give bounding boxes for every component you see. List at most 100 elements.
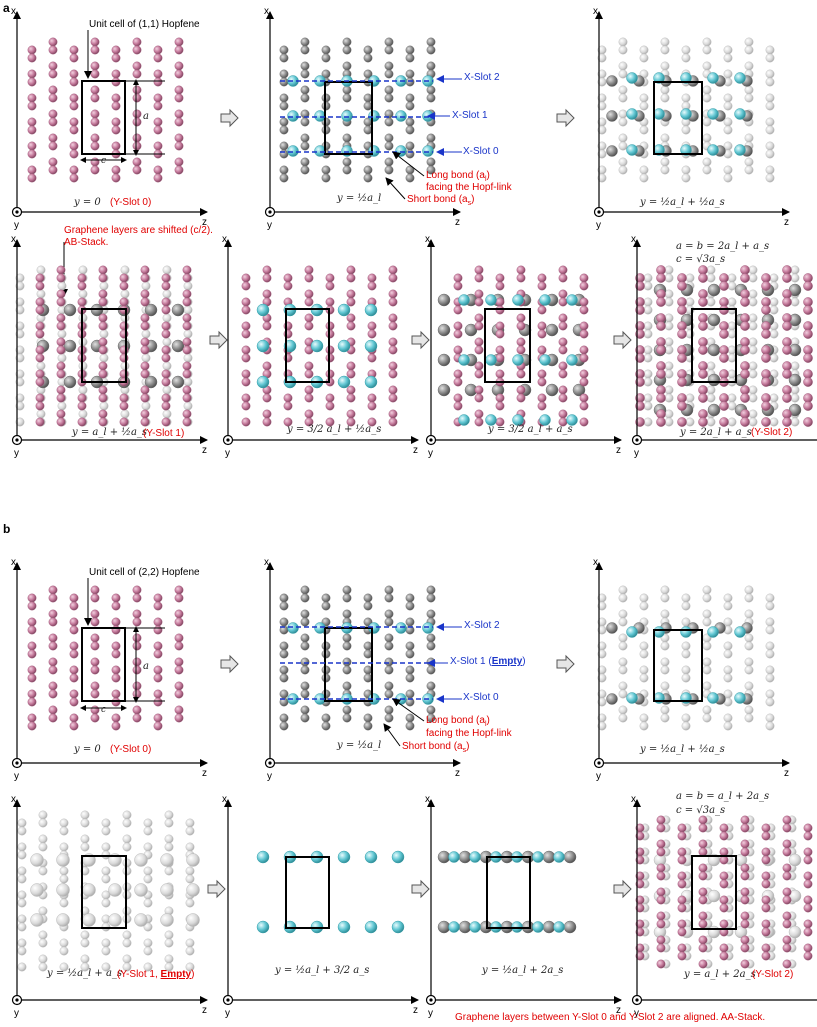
y-axis-label: y [225, 448, 230, 459]
carbon-atom [56, 273, 66, 283]
dopant-atom [512, 294, 524, 306]
carbon-atom [740, 823, 750, 833]
carbon-atom [153, 93, 163, 103]
carbon-atom [597, 101, 607, 111]
carbon-atom [161, 401, 171, 411]
carbon-atom [342, 85, 352, 95]
panel-b6: xzy [425, 794, 632, 1019]
carbon-atom [405, 173, 415, 183]
carbon-atom [321, 593, 331, 603]
carbon-atom [761, 305, 771, 315]
carbon-atom [677, 847, 687, 857]
next-step-arrow-icon [220, 654, 239, 674]
carbon-atom [183, 281, 193, 291]
eq-b-p1: y = 0 [74, 744, 101, 755]
carbon-atom [698, 863, 708, 873]
carbon-atom [677, 895, 687, 905]
carbon-atom [59, 962, 69, 972]
carbon-atom [161, 321, 171, 331]
carbon-atom [56, 289, 66, 299]
carbon-atom [153, 721, 163, 731]
carbon-atom [765, 141, 775, 151]
carbon-atom [765, 125, 775, 135]
carbon-atom [90, 689, 100, 699]
lattice-c-label-a: c [101, 156, 107, 166]
carbon-atom [132, 93, 142, 103]
carbon-atom [174, 585, 184, 595]
carbon-atom [727, 393, 737, 403]
carbon-atom [80, 842, 90, 852]
carbon-atom [98, 273, 108, 283]
carbon-atom [698, 273, 708, 283]
carbon-atom [57, 353, 67, 363]
carbon-atom [537, 345, 547, 355]
carbon-atom [384, 85, 394, 95]
carbon-atom [579, 305, 589, 315]
carbon-atom [141, 281, 151, 291]
carbon-atom [38, 954, 48, 964]
carbon-atom [241, 281, 251, 291]
carbon-atom [48, 609, 58, 619]
carbon-atom [782, 321, 792, 331]
carbon-atom [241, 401, 251, 411]
carbon-atom [59, 938, 69, 948]
carbon-atom [727, 321, 737, 331]
y-axis-dot [15, 998, 19, 1002]
carbon-atom [161, 281, 171, 291]
carbon-atom [325, 401, 335, 411]
carbon-atom [99, 353, 109, 363]
carbon-atom [788, 373, 802, 387]
carbon-atom [426, 609, 436, 619]
carbon-atom [677, 417, 687, 427]
carbon-atom [77, 273, 87, 283]
carbon-atom [111, 125, 121, 135]
carbon-atom [740, 895, 750, 905]
carbon-atom [698, 943, 708, 953]
carbon-atom [765, 713, 775, 723]
carbon-atom [660, 133, 670, 143]
carbon-atom [635, 951, 645, 961]
carbon-atom [744, 705, 754, 715]
dopant-atom [734, 72, 746, 84]
carbon-atom [542, 850, 556, 864]
carbon-atom [702, 117, 712, 127]
carbon-atom [597, 697, 607, 707]
next-step-arrow-icon [556, 654, 575, 674]
carbon-atom [153, 673, 163, 683]
carbon-atom [63, 375, 77, 389]
carbon-atom [363, 125, 373, 135]
dopant-atom [458, 294, 470, 306]
carbon-atom [111, 673, 121, 683]
carbon-atom [803, 305, 813, 315]
carbon-atom [719, 943, 729, 953]
carbon-atom [702, 157, 712, 167]
carbon-atom [558, 313, 568, 323]
carbon-atom [304, 393, 314, 403]
carbon-atom [782, 847, 792, 857]
carbon-atom [698, 369, 708, 379]
carbon-atom [140, 361, 150, 371]
carbon-atom [782, 273, 792, 283]
carbon-atom [300, 641, 310, 651]
carbon-atom [69, 713, 79, 723]
carbon-atom [618, 165, 628, 175]
carbon-atom [656, 895, 666, 905]
carbon-atom [765, 673, 775, 683]
carbon-atom [17, 898, 27, 908]
next-step-arrow-icon [411, 879, 430, 899]
carbon-atom [384, 657, 394, 667]
carbon-atom [174, 665, 184, 675]
carbon-atom [698, 911, 708, 921]
carbon-atom [761, 417, 771, 427]
carbon-atom [426, 157, 436, 167]
carbon-atom [35, 305, 45, 315]
carbon-atom [618, 85, 628, 95]
z-axis-label: z [455, 768, 460, 779]
carbon-atom [78, 385, 88, 395]
carbon-atom [48, 633, 58, 643]
carbon-atom [702, 45, 712, 55]
carbon-atom [618, 609, 628, 619]
carbon-atom [685, 273, 695, 283]
carbon-atom [186, 883, 200, 897]
carbon-atom [702, 665, 712, 675]
